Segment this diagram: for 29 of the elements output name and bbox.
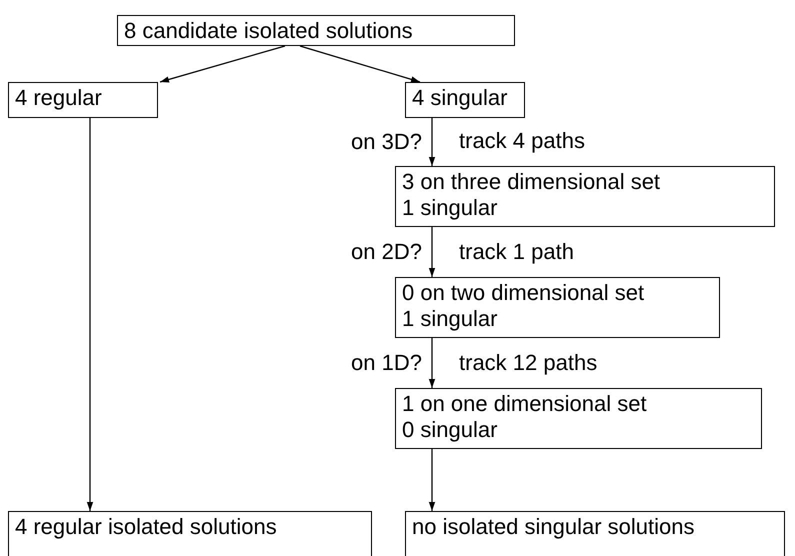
process-box bbox=[395, 388, 762, 449]
box-text: 3 on three dimensional set bbox=[402, 169, 662, 195]
process-box bbox=[405, 82, 525, 118]
box-text: 4 regular bbox=[15, 85, 103, 111]
box-text: 0 on two dimensional set bbox=[402, 280, 646, 306]
arrow bbox=[428, 118, 436, 166]
box-text: 1 on one dimensional set bbox=[402, 391, 648, 417]
annotation-text: track 4 paths bbox=[457, 129, 587, 153]
arrow bbox=[300, 45, 420, 83]
box-text: 0 singular bbox=[402, 417, 498, 443]
arrow bbox=[428, 338, 436, 388]
annotation-text: track 1 path bbox=[457, 240, 576, 264]
arrow bbox=[428, 449, 436, 511]
box-text: 1 singular bbox=[402, 195, 498, 221]
arrow bbox=[428, 227, 436, 277]
box-text: 1 singular bbox=[402, 306, 498, 332]
box-text: no isolated singular solutions bbox=[412, 514, 696, 540]
arrow bbox=[86, 118, 94, 511]
box-text: 8 candidate isolated solutions bbox=[124, 18, 414, 44]
process-box bbox=[395, 166, 775, 227]
process-box bbox=[117, 15, 515, 46]
process-box bbox=[405, 511, 785, 556]
annotation-text: track 12 paths bbox=[457, 351, 600, 375]
process-box bbox=[8, 82, 158, 118]
process-box bbox=[395, 277, 720, 338]
box-text: 4 regular isolated solutions bbox=[15, 514, 278, 540]
process-box bbox=[8, 511, 372, 556]
box-text: 4 singular bbox=[412, 85, 508, 111]
arrow bbox=[160, 45, 286, 83]
